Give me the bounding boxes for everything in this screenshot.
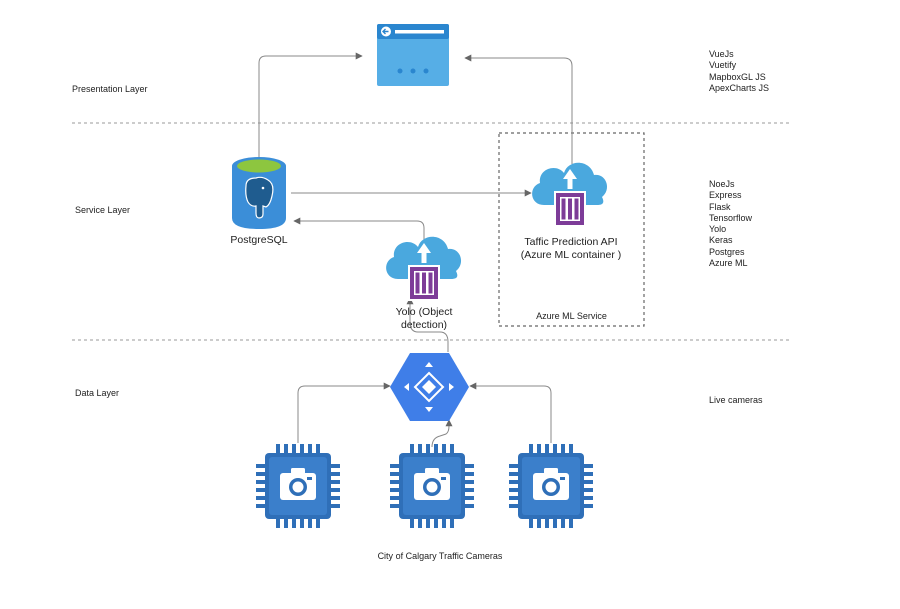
traffic-api-label: Taffic Prediction API (Azure ML containe… (506, 236, 636, 262)
camera-chip-icon (390, 444, 474, 528)
browser-window-icon (377, 24, 449, 86)
service-stack-list: NoeJs Express Flask Tensorflow Yolo Kera… (709, 179, 752, 269)
yolo-label-line1: Yolo (Object (395, 306, 453, 318)
stack-item: Flask (709, 201, 731, 212)
cloud-container-icon (532, 162, 608, 227)
connector-camera1-to-hub (297, 382, 391, 443)
presentation-layer-label: Presentation Layer (72, 84, 148, 94)
stack-item: NoeJs (709, 179, 735, 189)
connector-postgres-to-web (258, 52, 363, 162)
data-stack-label: Live cameras (709, 395, 763, 405)
cloud-container-icon (386, 236, 462, 301)
stack-item: Keras (709, 235, 733, 246)
camera-chip-icon (256, 444, 340, 528)
connector-camera2-to-hub (431, 419, 453, 448)
traffic-api-label-line1: Taffic Prediction API (524, 236, 618, 248)
stack-item: ApexCharts JS (709, 82, 770, 93)
connector-hub-to-yolo (406, 297, 449, 352)
connector-api-to-web (464, 54, 573, 164)
stack-item: Postgres (709, 246, 745, 257)
stack-item: Tensorflow (709, 212, 753, 223)
iot-hub-hexagon-icon (390, 353, 469, 421)
stack-item: MapboxGL JS (709, 71, 766, 82)
traffic-api-label-line2: (Azure ML container ) (520, 249, 622, 261)
yolo-label: Yolo (Object detection) (378, 306, 470, 332)
azure-ml-service-label: Azure ML Service (536, 311, 607, 321)
yolo-label-line2: detection) (400, 319, 448, 331)
postgresql-database-icon (232, 157, 286, 229)
presentation-stack-list: VueJs Vuetify MapboxGL JS ApexCharts JS (709, 49, 769, 94)
service-layer-label: Service Layer (75, 205, 131, 215)
stack-item: Yolo (709, 224, 727, 235)
cameras-label: City of Calgary Traffic Cameras (377, 551, 503, 561)
stack-item: Express (709, 190, 742, 201)
stack-item: Vuetify (709, 60, 737, 71)
data-layer-label: Data Layer (75, 388, 120, 398)
camera-chip-icon (509, 444, 593, 528)
postgresql-label: PostgreSQL (230, 234, 288, 246)
connector-yolo-to-postgres (293, 217, 425, 244)
connector-camera3-to-hub (469, 382, 552, 443)
stack-item: Azure ML (709, 258, 748, 269)
stack-item: VueJs (709, 49, 734, 59)
